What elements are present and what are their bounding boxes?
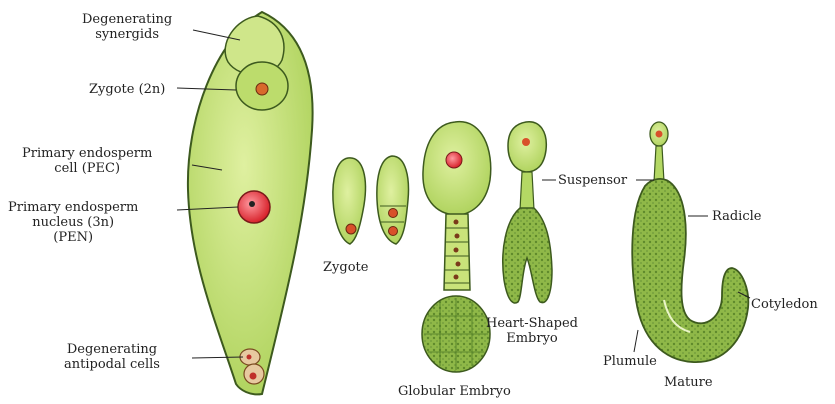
pen-nucleus — [238, 191, 270, 223]
heart-embryo-basal-cell — [508, 122, 546, 172]
label-suspensor: Suspensor — [558, 173, 627, 188]
zygote-a-nucleus — [346, 224, 356, 234]
globular-embryo-head — [423, 122, 491, 215]
zygote-stage — [333, 156, 409, 244]
label-plumule: Plumule — [603, 354, 657, 369]
heart-embryo-suspensor — [520, 172, 534, 210]
globular-embryo-nucleus — [446, 152, 462, 168]
label-zygote-2n: Zygote (2n) — [89, 82, 165, 97]
label-radicle: Radicle — [712, 209, 761, 224]
globular-embryo — [422, 122, 491, 372]
label-heart-shaped-embryo: Heart-Shaped Embryo — [486, 316, 578, 346]
label-zygote: Zygote — [323, 260, 368, 275]
mature-embryo-body — [632, 179, 748, 362]
label-globular-embryo: Globular Embryo — [398, 384, 511, 399]
mature-embryo — [632, 122, 748, 362]
embryo-sac — [188, 12, 313, 394]
zygote-nucleus-in-sac — [256, 83, 268, 95]
label-mature: Mature — [664, 375, 713, 390]
label-pec: Primary endosperm cell (PEC) — [22, 146, 152, 176]
heart-embryo-body — [503, 208, 552, 303]
label-cotyledon: Cotyledon — [751, 297, 818, 312]
pen-nucleolus — [249, 201, 255, 207]
zygote-b-nucleus-1 — [389, 209, 398, 218]
label-pen: Primary endosperm nucleus (3n) (PEN) — [8, 200, 138, 245]
zygote-b-nucleus-2 — [389, 227, 398, 236]
heart-shaped-embryo — [503, 122, 552, 303]
label-degenerating-antipodal: Degenerating antipodal cells — [64, 342, 160, 372]
label-degenerating-synergids: Degenerating synergids — [82, 12, 172, 42]
